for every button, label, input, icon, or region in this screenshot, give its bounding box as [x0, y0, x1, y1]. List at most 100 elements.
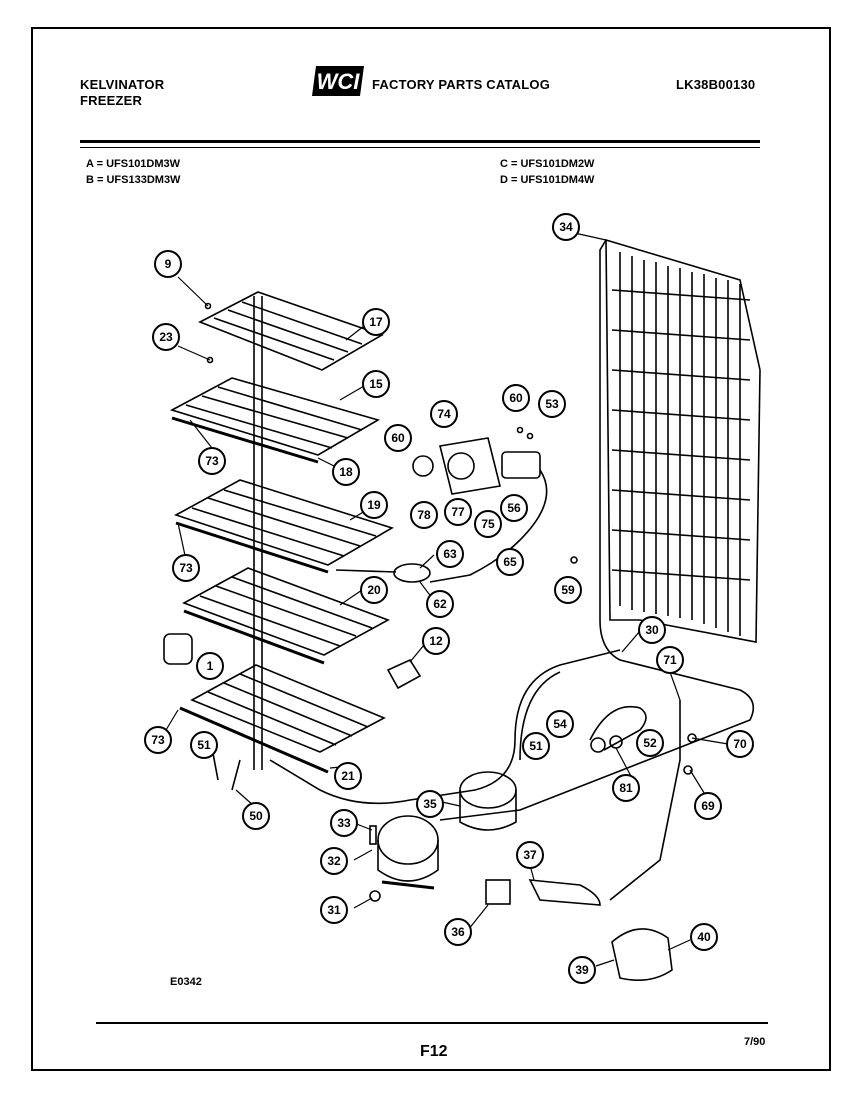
shelf-top: [198, 291, 384, 371]
callout-52: 52: [636, 729, 664, 757]
svg-text:51: 51: [529, 739, 543, 753]
callout-group: 9 23 17 15 73 18 74 60 60 53 19 78 77 75…: [144, 213, 754, 984]
svg-text:19: 19: [367, 498, 381, 512]
condenser-coil: [605, 238, 761, 643]
shelf-2: [169, 377, 381, 464]
svg-text:59: 59: [561, 583, 575, 597]
wci-logo: WCI: [312, 66, 364, 96]
svg-text:71: 71: [663, 653, 677, 667]
callout-20: 20: [360, 576, 388, 604]
callout-17: 17: [362, 308, 390, 336]
svg-text:31: 31: [327, 903, 341, 917]
callout-73-a: 73: [198, 447, 226, 475]
model-c: C = UFS101DM2W: [500, 158, 595, 170]
svg-text:60: 60: [509, 391, 523, 405]
svg-text:73: 73: [205, 454, 219, 468]
svg-text:23: 23: [159, 330, 173, 344]
svg-text:70: 70: [733, 737, 747, 751]
compressor: [377, 815, 439, 890]
svg-text:WCI: WCI: [317, 69, 361, 94]
svg-text:74: 74: [437, 407, 451, 421]
svg-text:81: 81: [619, 781, 633, 795]
product-type: FREEZER: [80, 93, 143, 108]
svg-text:40: 40: [697, 930, 711, 944]
callout-70: 70: [726, 730, 754, 758]
svg-text:60: 60: [391, 431, 405, 445]
drier: [459, 771, 517, 831]
callout-12: 12: [422, 627, 450, 655]
callout-1: 1: [196, 652, 224, 680]
svg-text:77: 77: [451, 505, 465, 519]
svg-text:12: 12: [429, 634, 443, 648]
svg-text:15: 15: [369, 377, 383, 391]
callout-31: 31: [320, 896, 348, 924]
svg-text:51: 51: [197, 738, 211, 752]
callout-21: 21: [334, 762, 362, 790]
svg-text:30: 30: [645, 623, 659, 637]
svg-text:65: 65: [503, 555, 517, 569]
svg-text:21: 21: [341, 769, 355, 783]
svg-text:52: 52: [643, 736, 657, 750]
svg-text:63: 63: [443, 547, 457, 561]
callout-15: 15: [362, 370, 390, 398]
svg-text:32: 32: [327, 854, 341, 868]
callout-65: 65: [496, 548, 524, 576]
model-a: A = UFS101DM3W: [86, 158, 181, 170]
callout-30: 30: [638, 616, 666, 644]
model-d: D = UFS101DM4W: [500, 174, 595, 186]
callout-23: 23: [152, 323, 180, 351]
page-number: F12: [420, 1043, 448, 1060]
callout-69: 69: [694, 792, 722, 820]
callout-19: 19: [360, 491, 388, 519]
callout-51-a: 51: [190, 731, 218, 759]
callout-40: 40: [690, 923, 718, 951]
callout-75: 75: [474, 510, 502, 538]
svg-text:53: 53: [545, 397, 559, 411]
callout-77: 77: [444, 498, 472, 526]
svg-text:75: 75: [481, 517, 495, 531]
svg-text:69: 69: [701, 799, 715, 813]
callout-32: 32: [320, 847, 348, 875]
callout-36: 36: [444, 918, 472, 946]
svg-text:36: 36: [451, 925, 465, 939]
drawing-lines: [163, 238, 761, 981]
svg-text:9: 9: [165, 257, 172, 271]
svg-text:73: 73: [151, 733, 165, 747]
callout-59: 59: [554, 576, 582, 604]
shelf-4: [182, 567, 390, 665]
callout-54: 54: [546, 710, 574, 738]
thermostat-assembly: [412, 437, 548, 583]
callout-81: 81: [612, 774, 640, 802]
svg-text:73: 73: [179, 561, 193, 575]
callout-37: 37: [516, 841, 544, 869]
svg-text:34: 34: [559, 220, 573, 234]
part-number: LK38B00130: [676, 77, 756, 92]
callout-51-b: 51: [522, 732, 550, 760]
svg-text:17: 17: [369, 315, 383, 329]
callout-74: 74: [430, 400, 458, 428]
svg-text:78: 78: [417, 508, 431, 522]
svg-text:62: 62: [433, 597, 447, 611]
callout-53: 53: [538, 390, 566, 418]
page-border: [31, 27, 831, 1071]
callout-50: 50: [242, 802, 270, 830]
callout-62: 62: [426, 590, 454, 618]
callout-60-a: 60: [384, 424, 412, 452]
svg-text:1: 1: [207, 659, 214, 673]
drawing-code: E0342: [170, 976, 202, 988]
svg-text:50: 50: [249, 809, 263, 823]
callout-33: 33: [330, 809, 358, 837]
callout-18: 18: [332, 458, 360, 486]
model-b: B = UFS133DM3W: [86, 174, 181, 186]
svg-text:18: 18: [339, 465, 353, 479]
svg-text:35: 35: [423, 797, 437, 811]
callout-63: 63: [436, 540, 464, 568]
callout-73-c: 73: [144, 726, 172, 754]
callout-78: 78: [410, 501, 438, 529]
callout-71: 71: [656, 646, 684, 674]
header-rule: [80, 140, 760, 143]
brand-name: KELVINATOR: [80, 77, 165, 92]
catalog-title: FACTORY PARTS CATALOG: [372, 77, 551, 92]
svg-text:20: 20: [367, 583, 381, 597]
